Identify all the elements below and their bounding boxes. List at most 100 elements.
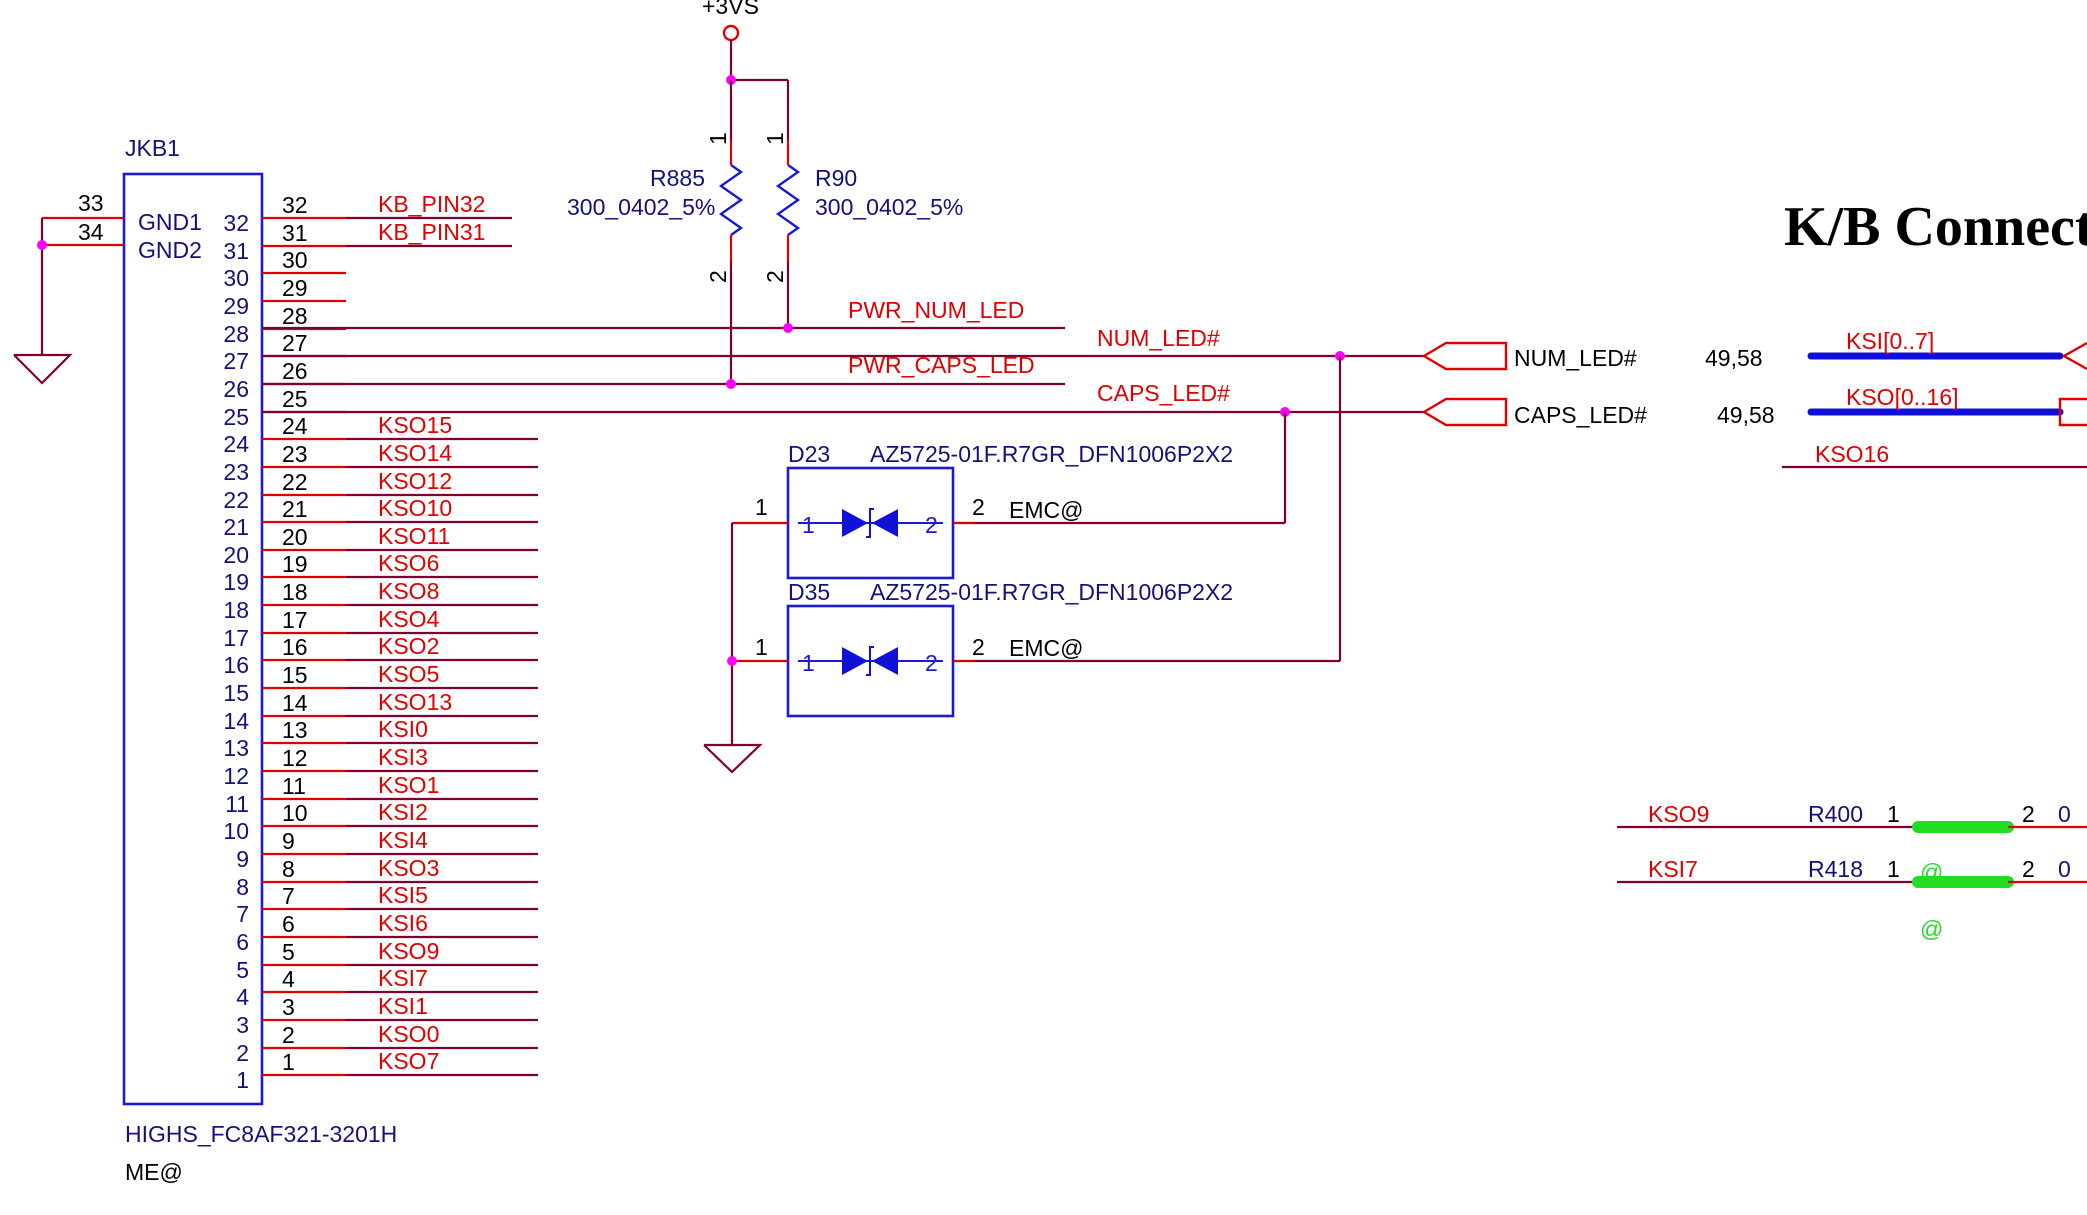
resistor-value: 300_0402_5%: [567, 194, 715, 220]
jumper-value: 0: [2058, 801, 2071, 827]
connector-pin-num: 4: [282, 966, 295, 992]
resistor-pin-num: 1: [705, 132, 731, 145]
connector-pin-num: 23: [282, 441, 308, 467]
port-ref: 49,58: [1705, 345, 1763, 371]
diode-ref: D35: [788, 579, 830, 605]
at-mark: @: [1920, 859, 1943, 885]
bus-kso: KSO[0..16]: [1807, 384, 2087, 427]
connector-pin-num: 9: [282, 828, 295, 854]
connector-pin-num: 16: [282, 634, 308, 660]
at-mark: @: [1920, 916, 1943, 942]
net-label: KSO15: [378, 412, 452, 438]
connector-pin-num: 28: [282, 303, 308, 329]
net-label: KSO5: [378, 661, 439, 687]
diode-pin-num: 1: [755, 634, 768, 660]
port-name: NUM_LED#: [1514, 345, 1637, 371]
resistor-ref: R885: [650, 165, 705, 191]
junction-dot: [727, 656, 737, 666]
net-label: KSI4: [378, 827, 428, 853]
connector-pin-inner-num: 2: [236, 1040, 249, 1066]
connector-pin-num: 1: [282, 1049, 295, 1075]
connector-pin-num: 21: [282, 496, 308, 522]
connector-pin-inner-num: 13: [223, 735, 249, 761]
page-title: K/B Connect: [1784, 196, 2087, 258]
connector-pin-inner-num: 29: [223, 293, 249, 319]
connector-pin-num: 17: [282, 607, 308, 633]
net-label: KSI5: [378, 882, 428, 908]
jumper-r400: KSO9 R400 1 2 0: [1617, 801, 2087, 833]
resistor-r90: 1 2 R90 300_0402_5%: [762, 132, 963, 328]
gnd-pins: 33 34 GND1 GND2: [13, 190, 202, 385]
connector-pin-inner-num: 28: [223, 321, 249, 347]
connector-pin-inner-num: 30: [223, 265, 249, 291]
connector-pin-num: 20: [282, 524, 308, 550]
jumper-ref: R400: [1808, 801, 1863, 827]
port-caps-led: CAPS_LED# 49,58: [1421, 397, 1775, 428]
net-label: KSI3: [378, 744, 428, 770]
port-name: CAPS_LED#: [1514, 402, 1647, 428]
diode-inner-pin: 2: [925, 650, 938, 676]
diode-note: EMC@: [1009, 497, 1083, 523]
jumper-pin-num: 1: [1887, 856, 1900, 882]
jumper-pin-num: 2: [2022, 856, 2035, 882]
net-label-pwr-caps-led: PWR_CAPS_LED: [848, 352, 1035, 378]
net-label: KSO6: [378, 550, 439, 576]
connector-pin-num: 25: [282, 386, 308, 412]
connector-pin-num: 11: [282, 773, 306, 799]
junction-dot: [726, 379, 736, 389]
diode-d35: D35 AZ5725-01F.R7GR_DFN1006P2X2 1 2 1 2 …: [732, 356, 1342, 718]
diode-pin-num: 2: [972, 634, 985, 660]
net-label: KSO1: [378, 772, 439, 798]
power-port-symbol: [722, 24, 740, 42]
gnd-pin-name: GND2: [138, 237, 202, 263]
net-label: KB_PIN32: [378, 191, 485, 217]
net-label: KB_PIN31: [378, 219, 485, 245]
net-label: KSO11: [378, 523, 450, 549]
diode-ref: D23: [788, 441, 830, 467]
diode-ground: [703, 523, 763, 774]
led-nets: PWR_NUM_LED NUM_LED# PWR_CAPS_LED CAPS_L…: [262, 297, 1424, 417]
connector-pin-num: 15: [282, 662, 308, 688]
diode-part: AZ5725-01F.R7GR_DFN1006P2X2: [870, 441, 1233, 467]
net-label: KSO9: [1648, 801, 1709, 827]
connector-pin-inner-num: 4: [236, 984, 249, 1010]
net-label: KSO10: [378, 495, 452, 521]
net-label: KSI6: [378, 910, 428, 936]
net-label: KSO14: [378, 440, 452, 466]
connector-pin-inner-num: 26: [223, 376, 249, 402]
net-label: KSO0: [378, 1021, 439, 1047]
connector-pin-num: 5: [282, 939, 295, 965]
connector-pin-inner-num: 27: [223, 348, 249, 374]
connector-pin-inner-num: 1: [236, 1067, 249, 1093]
connector-pin-inner-num: 21: [223, 514, 249, 540]
connector-pin-inner-num: 14: [223, 708, 249, 734]
connector-pin-inner-num: 32: [223, 210, 249, 236]
connector-ref: JKB1: [125, 135, 180, 161]
net-label-caps-led: CAPS_LED#: [1097, 380, 1230, 406]
ground-symbol: [703, 743, 763, 774]
connector-pin-num: 30: [282, 247, 308, 273]
connector-pin-num: 3: [282, 994, 295, 1020]
connector-pin-num: 8: [282, 856, 295, 882]
net-label: KSO7: [378, 1048, 439, 1074]
junction-dot: [783, 323, 793, 333]
power-label: +3VS: [702, 0, 759, 19]
diode-d23: D23 AZ5725-01F.R7GR_DFN1006P2X2 1 2 1 2 …: [732, 412, 1287, 580]
net-label: KSO2: [378, 633, 439, 659]
bus-label: KSO[0..16]: [1846, 384, 1959, 410]
jumper-r418: KSI7 R418 1 2 0: [1617, 856, 2087, 888]
ground-symbol: [13, 353, 73, 385]
resistor-value: 300_0402_5%: [815, 194, 963, 220]
connector-pin-num: 26: [282, 358, 308, 384]
port-num-led: NUM_LED# 49,58: [1421, 341, 1763, 371]
connector-pin-inner-num: 19: [223, 569, 249, 595]
diode-inner-pin: 1: [802, 512, 815, 538]
connector-pin-num: 32: [282, 192, 308, 218]
net-kso16: KSO16: [1782, 441, 2087, 469]
connector-pin-num: 31: [282, 220, 308, 246]
net-label: KSO9: [378, 938, 439, 964]
net-label: KSI0: [378, 716, 428, 742]
connector-pin-inner-num: 5: [236, 957, 249, 983]
